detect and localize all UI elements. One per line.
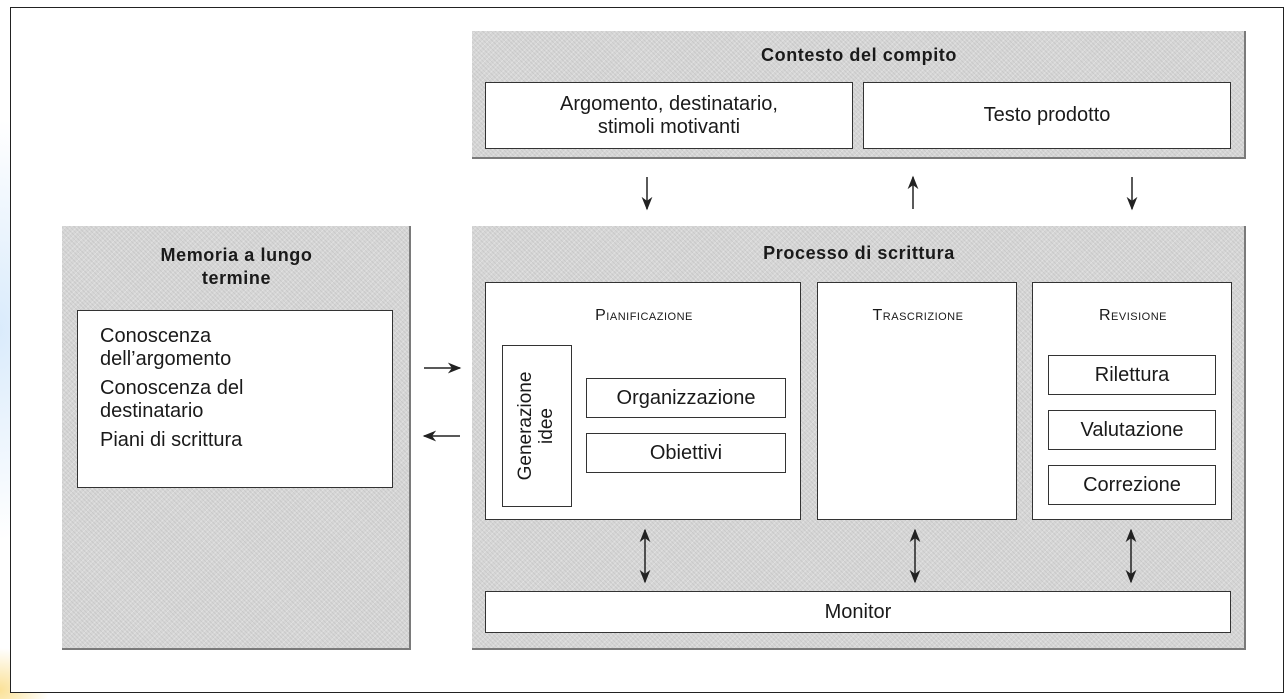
memory-item-plans: Piani di scrittura (100, 429, 243, 451)
memory-item-topic: Conoscenza dell’argomento (100, 325, 392, 371)
transcription-title: Trascrizione (872, 307, 964, 324)
monitor-label: Monitor (824, 600, 892, 623)
monitor-box: Monitor (485, 591, 1231, 633)
rereading-label: Rilettura (1094, 363, 1170, 386)
planning-title: Pianificazione (595, 307, 693, 324)
memory-item-audience-line-2: destinatario (100, 400, 204, 422)
memory-title: Memoria a lungo termine (62, 244, 411, 291)
organization-box: Organizzazione (586, 378, 786, 418)
planning-box: Pianificazione Generazione idee Organizz… (485, 282, 801, 520)
memory-item-topic-line-2: dell’argomento (100, 348, 232, 370)
long-term-memory-panel: Memoria a lungo termine Conoscenza dell’… (62, 226, 411, 650)
memory-title-line-2: termine (201, 268, 272, 289)
goals-label: Obiettivi (649, 441, 723, 464)
task-context-title: Contesto del compito (761, 45, 957, 65)
revision-title: Revisione (1098, 307, 1167, 324)
writing-process-title: Processo di scrittura (763, 243, 955, 263)
product-label: Testo prodotto (983, 104, 1111, 126)
revision-box: Revisione Rilettura Valutazione Correzio… (1032, 282, 1232, 520)
task-context-panel: Contesto del compito Argomento, destinat… (472, 31, 1246, 159)
writing-process-panel: Processo di scrittura Pianificazione Gen… (472, 226, 1246, 650)
topic-line-2: stimoli motivanti (597, 115, 741, 138)
topic-line-1: Argomento, destinatario, (560, 92, 778, 115)
organization-label: Organizzazione (616, 386, 756, 409)
transcription-box: Trascrizione (817, 282, 1017, 520)
evaluation-label: Valutazione (1080, 418, 1184, 441)
revision-step-evaluation: Valutazione (1048, 410, 1216, 450)
memory-item-audience: Conoscenza del destinatario (100, 377, 392, 423)
memory-item-topic-line-1: Conoscenza (100, 325, 212, 347)
goals-box: Obiettivi (586, 433, 786, 473)
topic-box: Argomento, destinatario, stimoli motivan… (485, 82, 853, 149)
idea-generation-box: Generazione idee (502, 345, 572, 507)
revision-step-correction: Correzione (1048, 465, 1216, 505)
memory-title-line-1: Memoria a lungo (160, 245, 313, 265)
memory-knowledge-box: Conoscenza dell’argomento Conoscenza del… (77, 310, 393, 488)
correction-label: Correzione (1083, 473, 1181, 496)
memory-item-audience-line-1: Conoscenza del (100, 377, 244, 399)
revision-step-rereading: Rilettura (1048, 355, 1216, 395)
product-box: Testo prodotto (863, 82, 1231, 149)
